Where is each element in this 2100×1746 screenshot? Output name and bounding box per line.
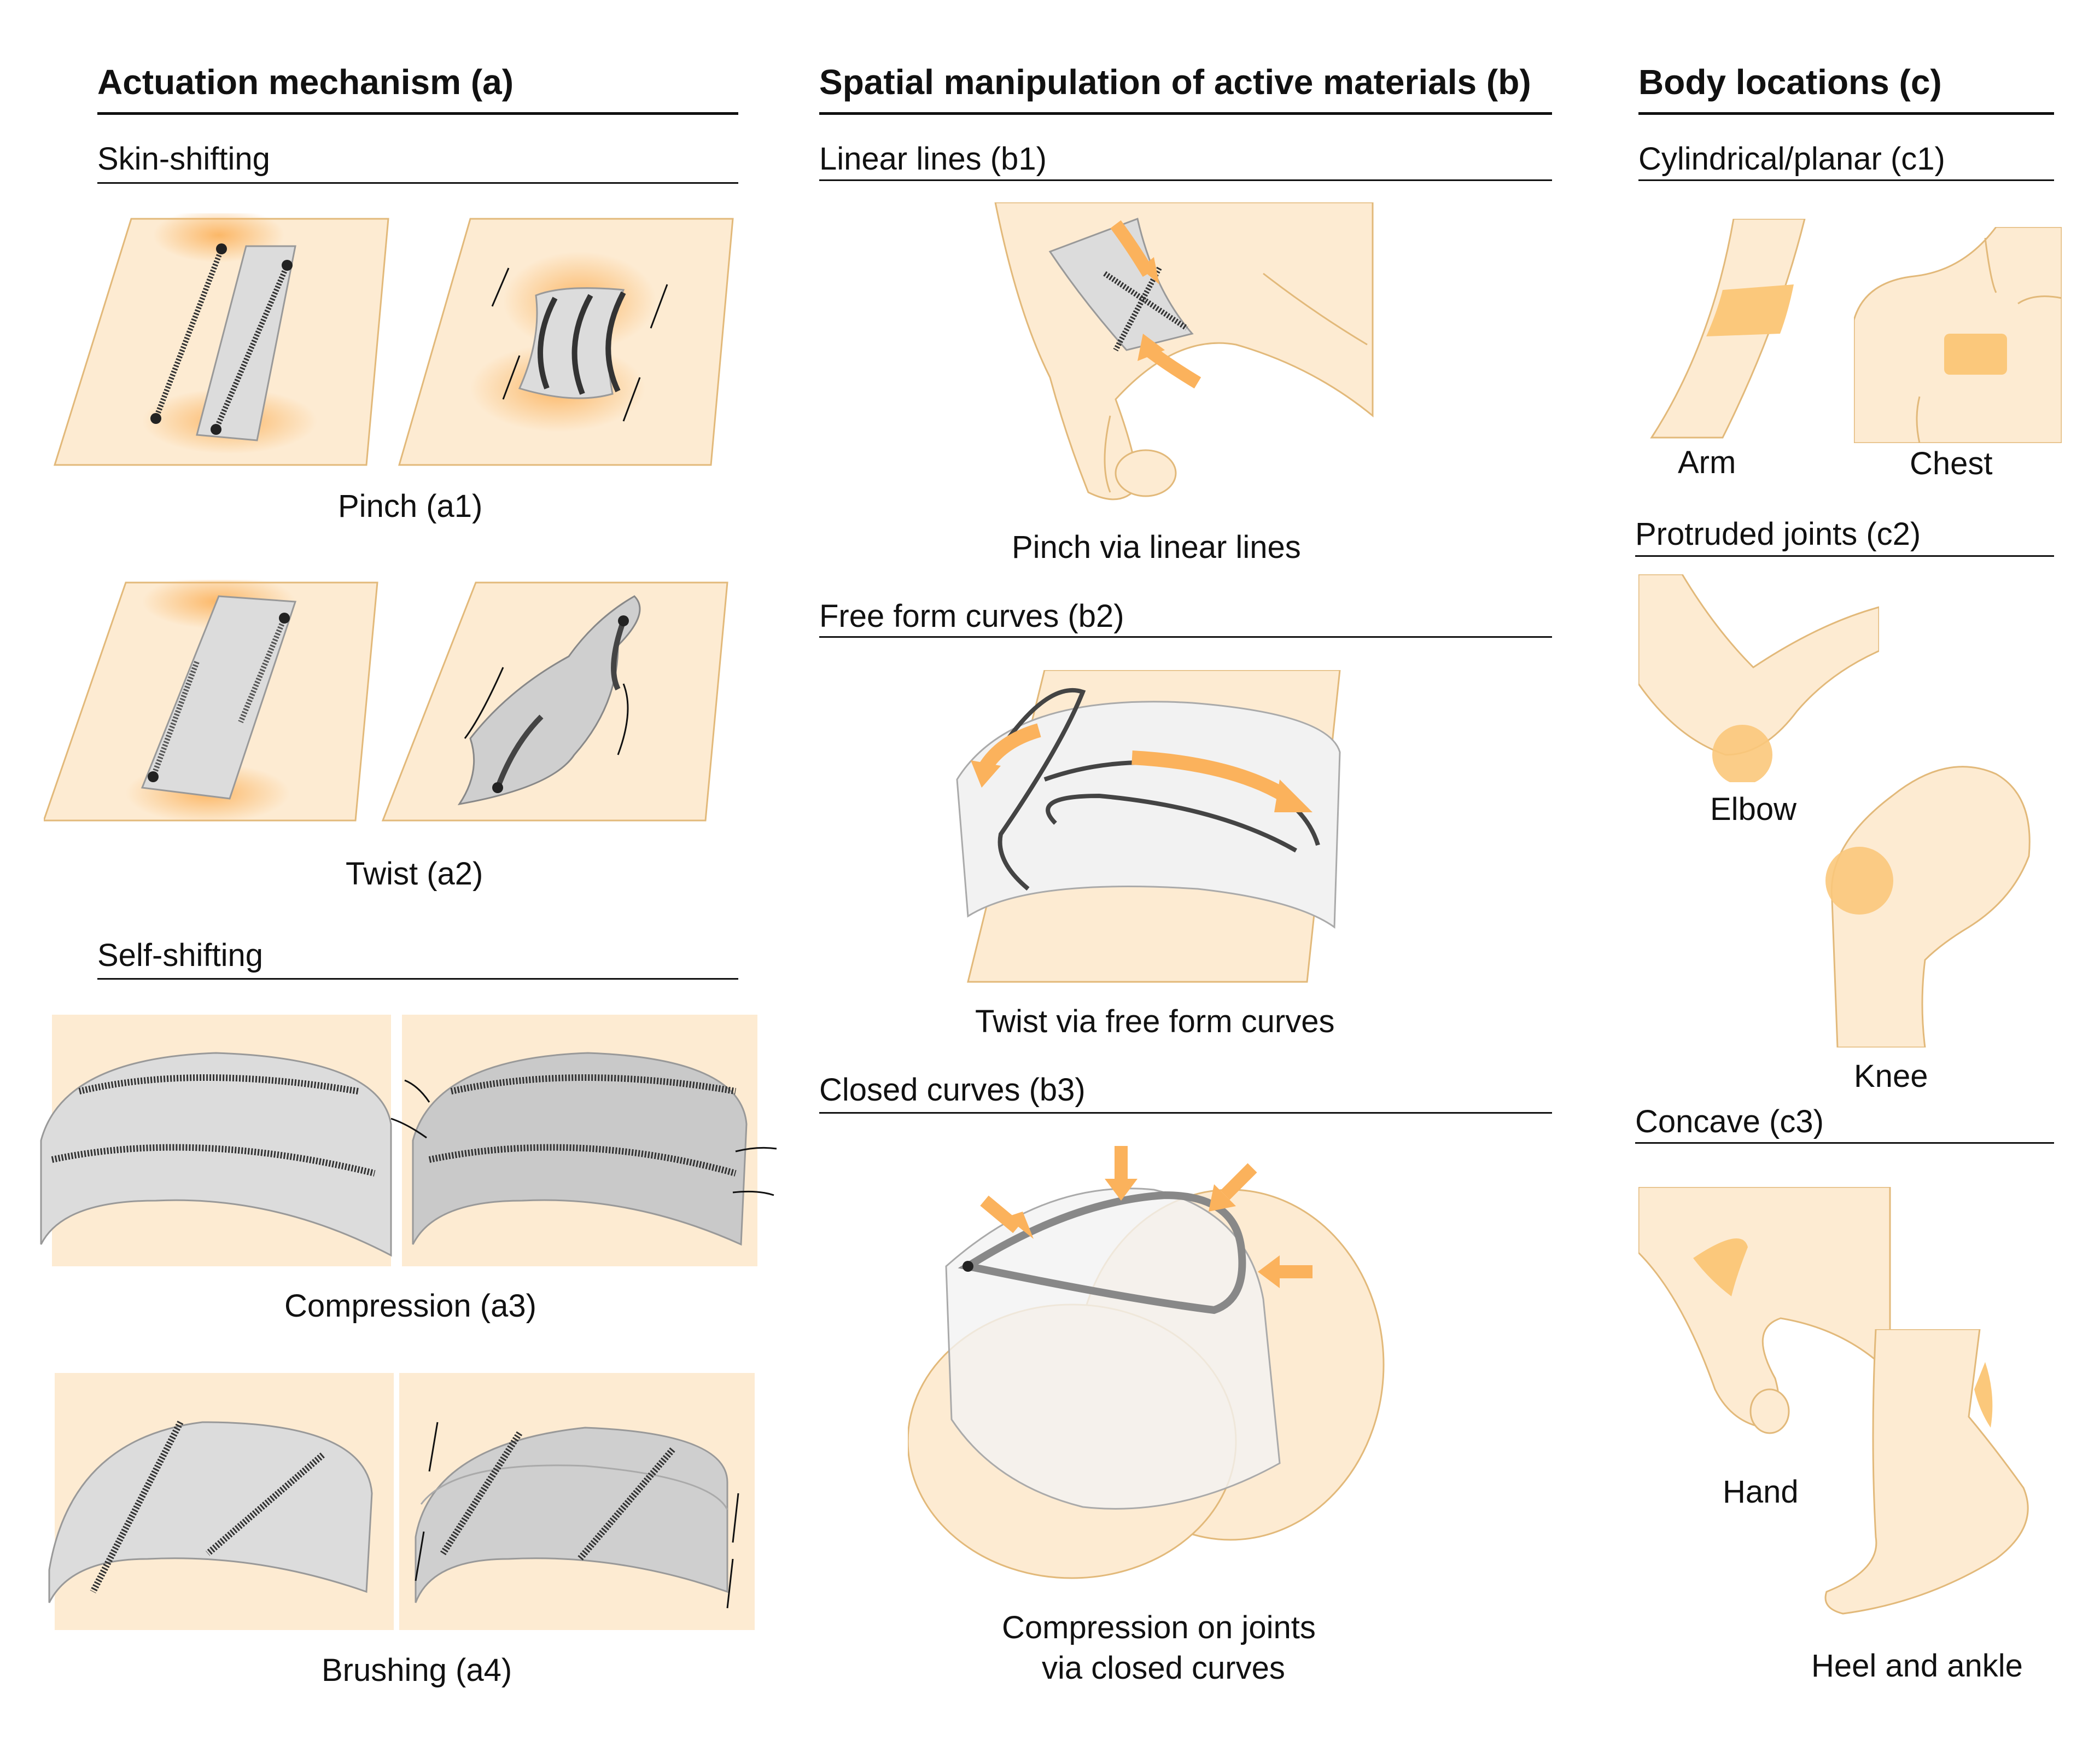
arm-illustration: [1646, 219, 1816, 443]
pinch-linear-lines-illustration: [984, 202, 1378, 509]
compression-caption: Compression (a3): [284, 1288, 536, 1324]
linear-lines-rule: [819, 179, 1552, 181]
column-b-title: Spatial manipulation of active materials…: [819, 62, 1531, 102]
twist-caption: Twist (a2): [346, 856, 483, 892]
compression-on-joints-caption-line1: Compression on joints: [1002, 1610, 1316, 1645]
hand-label: Hand: [1723, 1474, 1799, 1510]
self-shifting-heading: Self-shifting: [97, 938, 264, 973]
compression-closed-curves-illustration: [908, 1135, 1400, 1589]
brushing-caption: Brushing (a4): [322, 1652, 512, 1688]
brushing-illustration: [38, 1373, 793, 1636]
cylindrical-planar-heading: Cylindrical/planar (c1): [1638, 141, 1945, 177]
linear-lines-heading: Linear lines (b1): [819, 141, 1047, 177]
twist-illustration: [44, 580, 744, 826]
free-form-curves-heading: Free form curves (b2): [819, 598, 1124, 634]
self-shifting-rule: [97, 978, 738, 980]
skin-shifting-rule: [97, 182, 738, 184]
chest-illustration: [1854, 227, 2062, 443]
pinch-caption: Pinch (a1): [338, 488, 483, 524]
concave-heading: Concave (c3): [1635, 1104, 1824, 1139]
column-c-title: Body locations (c): [1638, 62, 1942, 102]
knee-label: Knee: [1854, 1058, 1928, 1094]
twist-via-free-form-curves-caption: Twist via free form curves: [975, 1004, 1335, 1039]
heel-ankle-illustration: [1816, 1329, 2045, 1636]
column-a-title: Actuation mechanism (a): [97, 62, 514, 102]
via-closed-curves-caption-line2: via closed curves: [1042, 1650, 1285, 1686]
compression-illustration: [30, 1015, 785, 1272]
elbow-label: Elbow: [1710, 791, 1796, 827]
protruded-joints-rule: [1635, 555, 2054, 557]
twist-free-form-curves-illustration: [946, 670, 1367, 987]
chest-label: Chest: [1910, 446, 1993, 481]
pinch-illustration: [49, 213, 749, 476]
hand-illustration: [1638, 1187, 1895, 1444]
cylindrical-planar-rule: [1638, 179, 2054, 181]
elbow-illustration: [1638, 574, 1879, 782]
free-form-curves-rule: [819, 636, 1552, 638]
closed-curves-rule: [819, 1112, 1552, 1114]
column-b-title-rule: [819, 112, 1552, 115]
protruded-joints-heading: Protruded joints (c2): [1635, 516, 1921, 552]
knee-illustration: [1805, 763, 2056, 1047]
heel-and-ankle-label: Heel and ankle: [1811, 1648, 2023, 1684]
closed-curves-heading: Closed curves (b3): [819, 1072, 1086, 1108]
arm-label: Arm: [1678, 445, 1736, 480]
column-c-title-rule: [1638, 112, 2054, 115]
column-a-title-rule: [97, 112, 738, 115]
pinch-via-linear-lines-caption: Pinch via linear lines: [1012, 529, 1301, 565]
concave-rule: [1635, 1142, 2054, 1144]
skin-shifting-heading: Skin-shifting: [97, 141, 270, 177]
